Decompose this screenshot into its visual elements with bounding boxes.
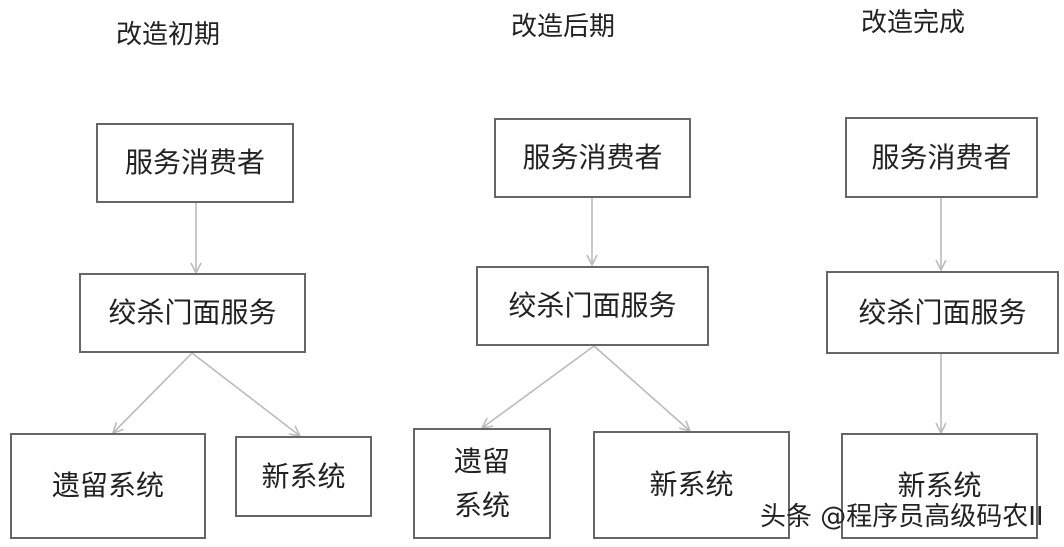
col2-legacy-system-label-line1: 遗留 <box>453 444 510 478</box>
arrow-col2-facade-to-legacy <box>482 345 595 428</box>
col1-service-consumer-label: 服务消费者 <box>124 146 265 179</box>
column-title-initial: 改造初期 <box>116 20 221 50</box>
col1-strangler-facade-box: 绞杀门面服务 <box>79 273 306 353</box>
col3-new-system-box: 新系统 <box>841 433 1038 539</box>
col2-strangler-facade-label: 绞杀门面服务 <box>508 289 677 322</box>
col3-strangler-facade-box: 绞杀门面服务 <box>826 271 1059 354</box>
col3-service-consumer-label: 服务消费者 <box>871 140 1012 174</box>
col1-legacy-system-label: 遗留系统 <box>51 469 164 502</box>
col1-new-system-box: 新系统 <box>235 436 372 517</box>
col2-new-system-box: 新系统 <box>593 431 790 539</box>
col3-service-consumer-box: 服务消费者 <box>845 117 1038 198</box>
arrow-col2-facade-to-new <box>593 345 690 431</box>
watermark-text: 头条 @程序员高级码农II <box>760 502 1044 532</box>
col2-strangler-facade-box: 绞杀门面服务 <box>476 266 709 346</box>
col2-new-system-label: 新系统 <box>649 468 734 501</box>
col2-legacy-system-box: 遗留 系统 <box>413 428 551 539</box>
col3-new-system-label: 新系统 <box>897 469 982 502</box>
col2-legacy-system-label-line2: 系统 <box>453 488 510 522</box>
column-title-complete: 改造完成 <box>861 8 966 38</box>
col1-new-system-label: 新系统 <box>261 459 346 493</box>
arrow-col1-facade-to-legacy <box>113 352 193 433</box>
col1-strangler-facade-label: 绞杀门面服务 <box>108 296 277 329</box>
column-title-later: 改造后期 <box>511 12 616 42</box>
col3-strangler-facade-label: 绞杀门面服务 <box>858 295 1027 329</box>
col2-service-consumer-box: 服务消费者 <box>494 118 691 198</box>
col2-service-consumer-label: 服务消费者 <box>522 141 663 174</box>
arrow-col1-facade-to-new <box>191 352 300 436</box>
col1-service-consumer-box: 服务消费者 <box>96 123 294 203</box>
col1-legacy-system-box: 遗留系统 <box>10 433 206 539</box>
